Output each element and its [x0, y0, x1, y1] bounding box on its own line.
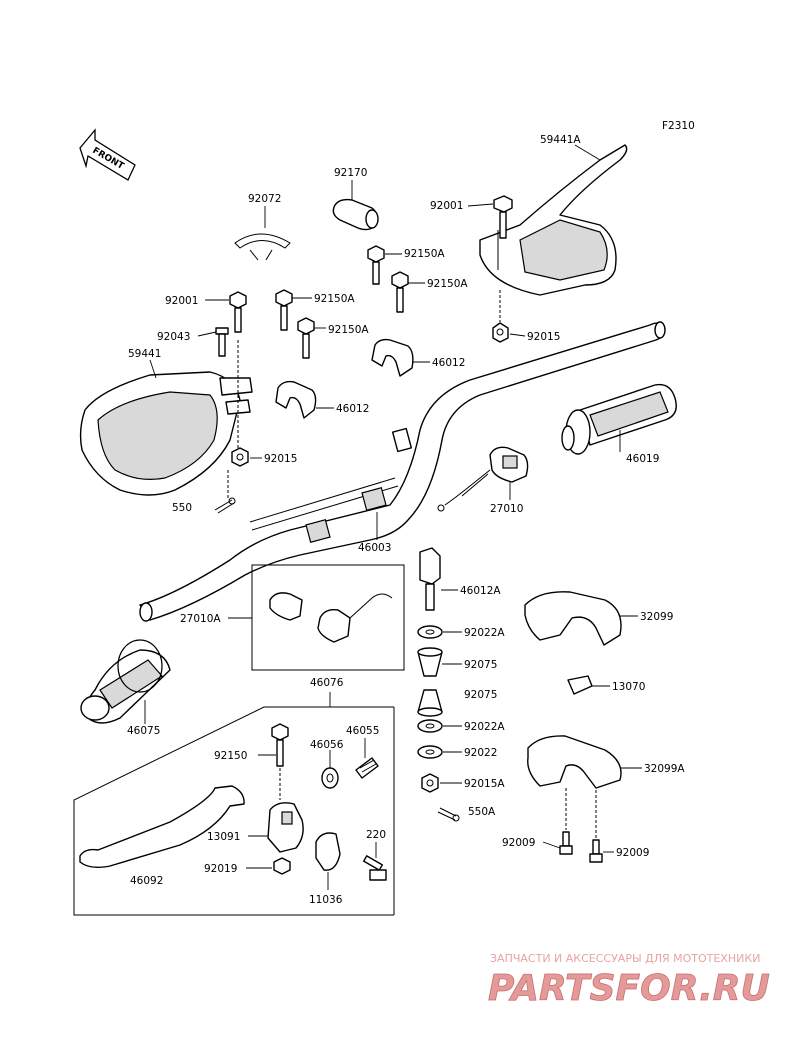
label-92009-1: 92009: [502, 837, 535, 849]
label-46019: 46019: [626, 453, 659, 465]
bolt-92001-left: [229, 291, 247, 333]
lever-46092: [79, 785, 245, 869]
label-46092: 46092: [130, 875, 163, 887]
bolt-92150a-3: [275, 289, 293, 331]
bolt-92001-top: [493, 195, 513, 239]
label-92170: 92170: [334, 167, 367, 179]
label-59441a: 59441A: [540, 134, 581, 146]
label-92150a-4: 92150A: [328, 324, 369, 336]
bracket-11036: [315, 832, 341, 871]
bolt-92150a-4: [297, 317, 315, 359]
part-13070: [567, 675, 593, 695]
bolt-92009-1: [559, 831, 573, 855]
label-46012a: 46012A: [460, 585, 501, 597]
label-46012-1: 46012: [432, 357, 465, 369]
label-92022: 92022: [464, 747, 497, 759]
figure-code: F2310: [662, 120, 695, 132]
nut-92015-top: [492, 322, 509, 343]
switch-27010: [437, 446, 529, 512]
hand-guard-right: [479, 144, 628, 296]
front-arrow-icon: FRONT: [79, 128, 136, 181]
holder-13091: [267, 802, 304, 853]
holder-46012-bottom: [275, 380, 317, 419]
label-550: 550: [172, 502, 192, 514]
label-13070: 13070: [612, 681, 645, 693]
label-46075: 46075: [127, 725, 160, 737]
bolt-92150: [271, 723, 289, 767]
label-92150a-2: 92150A: [427, 278, 468, 290]
washer-92022a-2: [417, 719, 443, 733]
label-92015-top: 92015: [527, 331, 560, 343]
throttle-grip-46019: [561, 383, 677, 455]
holder-46012-top: [371, 338, 414, 377]
label-92001-top: 92001: [430, 200, 463, 212]
label-92072: 92072: [248, 193, 281, 205]
label-92019: 92019: [204, 863, 237, 875]
label-92043: 92043: [157, 331, 190, 343]
label-59441: 59441: [128, 348, 161, 360]
clamp-32099: [524, 591, 622, 646]
label-32099: 32099: [640, 611, 673, 623]
cotter-pin-550a: [437, 807, 460, 822]
bolt-92150a-1: [367, 245, 385, 285]
label-220: 220: [366, 829, 386, 841]
label-13091: 13091: [207, 831, 240, 843]
nut-46056: [321, 767, 339, 789]
label-92022a-1: 92022A: [464, 627, 505, 639]
washer-92022: [417, 745, 443, 759]
label-92150: 92150: [214, 750, 247, 762]
label-46055: 46055: [346, 725, 379, 737]
label-92015a: 92015A: [464, 778, 505, 790]
label-92022a-2: 92022A: [464, 721, 505, 733]
bolt-92009-2: [589, 839, 603, 863]
handlebar-46003: [139, 321, 666, 622]
clamp-32099a: [527, 735, 622, 838]
label-46076: 46076: [310, 677, 344, 689]
damper-92075-2: [417, 689, 443, 717]
label-92075-1: 92075: [464, 659, 497, 671]
bolt-92150a-2: [391, 271, 409, 313]
lever-assembly-box: [73, 706, 395, 916]
grip-46075: [80, 639, 171, 724]
label-32099a: 32099A: [644, 763, 685, 775]
cotter-pin-550: [214, 497, 236, 514]
label-46012-2: 46012: [336, 403, 369, 415]
damper-92075-1: [417, 647, 443, 677]
label-92075-2: 92075: [464, 689, 497, 701]
label-27010a: 27010A: [180, 613, 221, 625]
nut-92019: [273, 857, 291, 875]
holder-46012a: [419, 547, 441, 611]
label-46003: 46003: [358, 542, 391, 554]
label-92150a-3: 92150A: [314, 293, 355, 305]
bolt-220: [363, 855, 387, 881]
washer-92022a-1: [417, 625, 443, 639]
nut-92015a: [421, 773, 439, 793]
label-92001-left: 92001: [165, 295, 198, 307]
watermark-logo: PARTSFOR.RU: [488, 968, 770, 1009]
hand-guard-left: [79, 371, 253, 496]
nut-92015-left: [231, 447, 249, 467]
collar-92170: [332, 198, 379, 231]
watermark-caption: ЗАПЧАСТИ И АКСЕССУАРЫ ДЛЯ МОТОТЕХНИКИ: [490, 952, 760, 965]
band-92072: [234, 233, 291, 261]
pin-92043: [215, 327, 229, 357]
inset-27010a: [251, 564, 405, 671]
label-27010: 27010: [490, 503, 523, 515]
label-11036: 11036: [309, 894, 343, 906]
label-550a: 550A: [468, 806, 496, 818]
label-92150a-1: 92150A: [404, 248, 445, 260]
label-92015-left: 92015: [264, 453, 297, 465]
adjuster-46055: [355, 757, 379, 779]
label-46056: 46056: [310, 739, 344, 751]
label-92009-2: 92009: [616, 847, 649, 859]
